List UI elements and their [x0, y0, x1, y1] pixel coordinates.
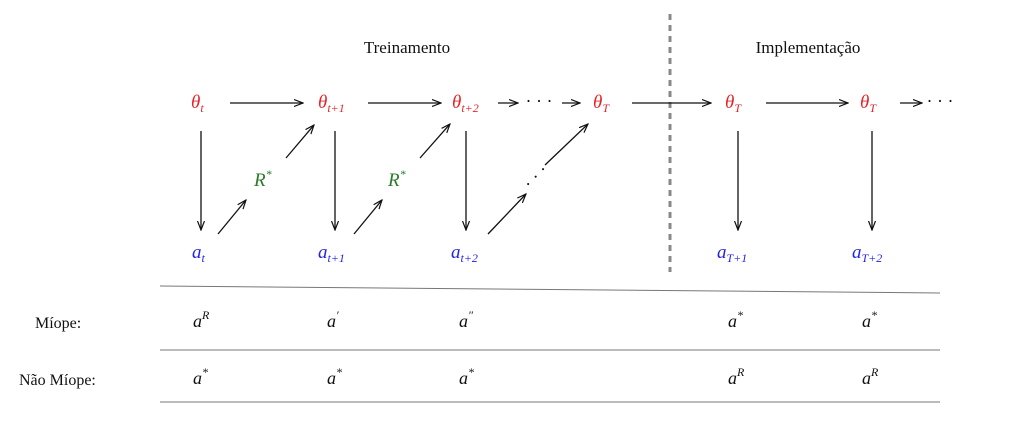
action-node-T2: aT+2 — [852, 242, 882, 265]
row-label-miope: Míope: — [35, 315, 81, 332]
arrow-reward-to-theta-t2 — [419, 124, 450, 159]
cell-miope-4: a* — [728, 308, 743, 331]
arrow-action-t1-to-reward — [353, 200, 382, 235]
deployment-header: Implementação — [756, 38, 861, 57]
cell-nao-miope-5: aR — [862, 365, 879, 388]
cell-nao-miope-1: a* — [193, 365, 208, 388]
cell-nao-miope-3: a* — [459, 365, 474, 388]
theta-node-T-deploy-2: θT — [860, 92, 877, 115]
ellipsis-training: · · · — [526, 91, 553, 111]
theta-node-T: θT — [593, 92, 610, 115]
table-row-miope: Míope: aR a′ a″ a* a* — [35, 308, 877, 332]
update-arrows — [217, 124, 588, 235]
reward-node-2: R* — [387, 167, 406, 191]
action-node-t1: at+1 — [318, 242, 345, 265]
theta-node-t: θt — [191, 92, 204, 115]
arrow-action-t-to-reward — [217, 200, 246, 235]
theta-node-t1: θt+1 — [318, 92, 345, 115]
action-node-t: at — [192, 242, 206, 265]
table-top-rule — [159, 285, 941, 294]
arrow-action-t2-to-dots — [487, 194, 526, 235]
cell-miope-1: aR — [193, 308, 210, 331]
action-node-T1: aT+1 — [717, 242, 747, 265]
cell-miope-5: a* — [862, 308, 877, 331]
theta-node-T-deploy-1: θT — [725, 92, 742, 115]
cell-nao-miope-4: aR — [728, 365, 745, 388]
table-row-nao-miope: Não Míope: a* a* a* aR aR — [19, 365, 879, 389]
ellipsis-deployment: · · · — [927, 91, 954, 111]
arrow-dots-to-theta-T-diag — [544, 124, 588, 166]
table-rules — [159, 285, 941, 403]
arrow-reward-to-theta-t1 — [285, 125, 314, 159]
ellipsis-diagonal: · · · — [519, 160, 552, 193]
reward-node-1: R* — [253, 167, 272, 191]
training-header: Treinamento — [364, 38, 450, 57]
action-node-t2: at+2 — [451, 242, 478, 265]
cell-miope-3: a″ — [459, 308, 474, 331]
cell-miope-2: a′ — [327, 308, 339, 331]
cell-nao-miope-2: a* — [327, 365, 342, 388]
theta-node-t2: θt+2 — [452, 92, 479, 115]
row-label-nao-miope: Não Míope: — [19, 372, 96, 389]
policy-arrows — [201, 131, 872, 230]
